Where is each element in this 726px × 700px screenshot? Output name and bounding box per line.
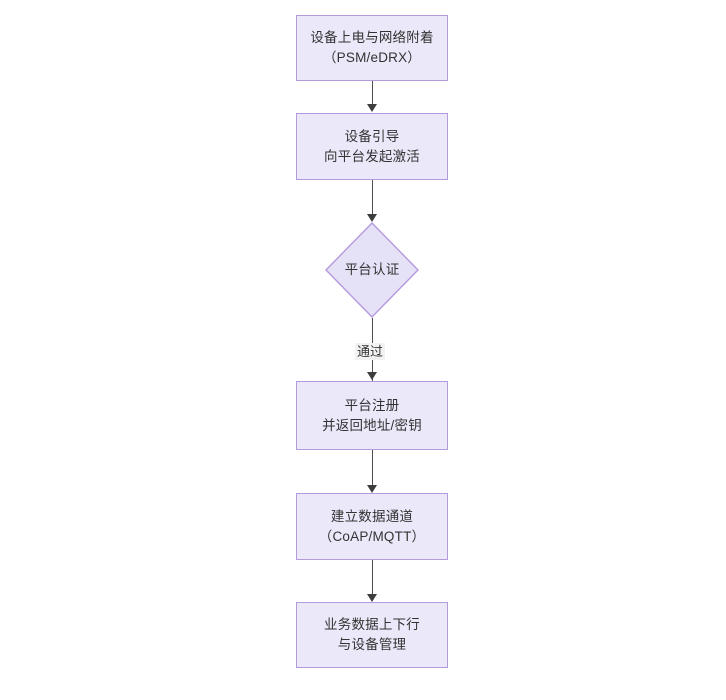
flow-edge-arrowhead xyxy=(367,214,377,222)
flow-node-label: 平台注册 并返回地址/密钥 xyxy=(322,397,422,433)
diamond-shape xyxy=(325,222,419,318)
flow-edge-arrowhead xyxy=(367,372,377,380)
flow-edge-label-pass: 通过 xyxy=(355,343,386,360)
flow-edge-n1-n2 xyxy=(371,81,373,105)
flow-edge-n2-n3 xyxy=(371,180,373,215)
flow-node-data-channel[interactable]: 建立数据通道 （CoAP/MQTT） xyxy=(296,493,448,560)
flow-node-device-bootstrap[interactable]: 设备引导 向平台发起激活 xyxy=(296,113,448,180)
flow-node-label: 设备上电与网络附着 （PSM/eDRX） xyxy=(310,30,434,65)
flow-node-business-data[interactable]: 业务数据上下行 与设备管理 xyxy=(296,602,448,668)
flow-edge-n4-n5 xyxy=(371,450,373,486)
flow-node-device-power-on[interactable]: 设备上电与网络附着 （PSM/eDRX） xyxy=(296,15,448,81)
flow-node-label: 建立数据通道 （CoAP/MQTT） xyxy=(318,508,426,544)
flow-node-label: 业务数据上下行 与设备管理 xyxy=(324,617,420,652)
flow-node-label: 设备引导 向平台发起激活 xyxy=(324,128,420,164)
flow-node-platform-auth[interactable]: 平台认证 xyxy=(325,222,419,318)
flow-edge-arrowhead xyxy=(367,485,377,493)
flow-edge-arrowhead xyxy=(367,594,377,602)
flow-edge-n5-n6 xyxy=(371,560,373,596)
flow-node-platform-register[interactable]: 平台注册 并返回地址/密钥 xyxy=(296,381,448,450)
flow-edge-arrowhead xyxy=(367,104,377,112)
flow-node-label: 平台认证 xyxy=(344,262,400,277)
